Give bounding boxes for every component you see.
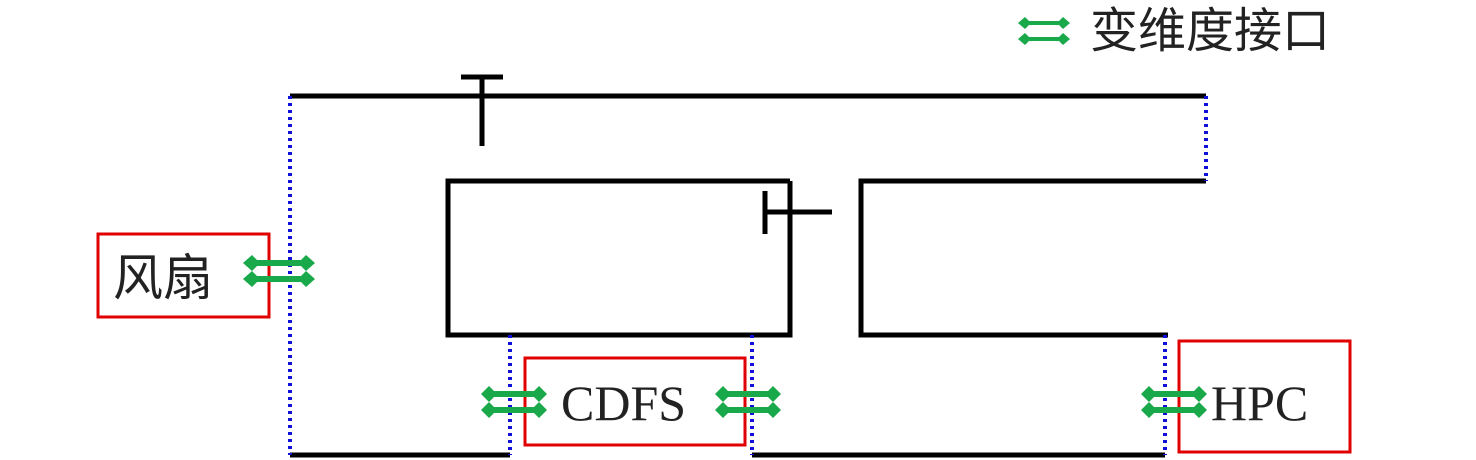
inner-right-channel bbox=[858, 178, 1206, 338]
duct-lines bbox=[290, 74, 1206, 458]
interface-icon-fan bbox=[243, 255, 315, 287]
hpc-label: HPC bbox=[1211, 375, 1308, 431]
inner-core-box bbox=[445, 178, 793, 338]
legend: 变维度接口 bbox=[1018, 5, 1330, 58]
interface-icon-cdfs-out bbox=[715, 386, 781, 418]
legend-label: 变维度接口 bbox=[1090, 5, 1330, 58]
interface-boundaries bbox=[288, 96, 1208, 455]
legend-interface-icon bbox=[1018, 17, 1070, 45]
interface-icon-cdfs-in bbox=[481, 386, 547, 418]
interface-icon-hpc bbox=[1141, 386, 1207, 418]
cdfs-box bbox=[523, 356, 747, 447]
fan-label: 风扇 bbox=[113, 250, 213, 306]
cdfs-label: CDFS bbox=[561, 375, 686, 431]
fan-box bbox=[96, 232, 271, 319]
component-boxes bbox=[96, 232, 1352, 454]
